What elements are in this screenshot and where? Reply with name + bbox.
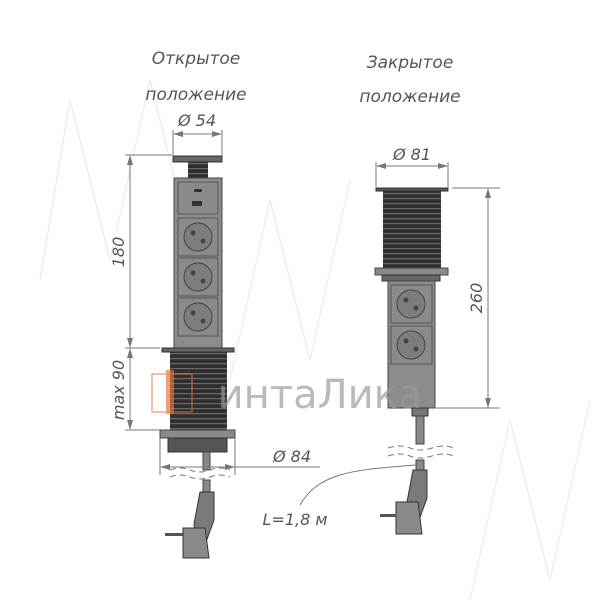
open-title-line1: Открытое xyxy=(152,49,241,69)
closed-diameter-top: Ø 81 xyxy=(392,145,431,164)
open-height: 180 xyxy=(109,237,128,268)
watermark-lines xyxy=(39,79,591,600)
logo: интаЛика xyxy=(151,370,423,418)
open-title-line2: положение xyxy=(145,85,246,105)
closed-title-line2: положение xyxy=(359,87,460,107)
socket xyxy=(177,217,219,257)
closed-height: 260 xyxy=(467,283,486,314)
open-diameter-top: Ø 54 xyxy=(177,111,216,130)
open-sockets xyxy=(177,217,219,337)
cable-length: L=1,8 м xyxy=(263,510,328,529)
closed-sockets xyxy=(390,284,433,365)
open-diameter-bottom: Ø 84 xyxy=(272,447,311,466)
socket xyxy=(390,284,433,324)
dimensions xyxy=(125,130,500,506)
open-unit xyxy=(159,155,236,559)
socket xyxy=(390,325,433,365)
closed-title-line1: Закрытое xyxy=(367,53,454,73)
socket xyxy=(177,257,219,297)
socket xyxy=(177,297,219,337)
closed-unit xyxy=(374,187,455,535)
open-sleeve-height: max 90 xyxy=(109,360,128,420)
logo-text: интаЛика xyxy=(218,372,423,418)
